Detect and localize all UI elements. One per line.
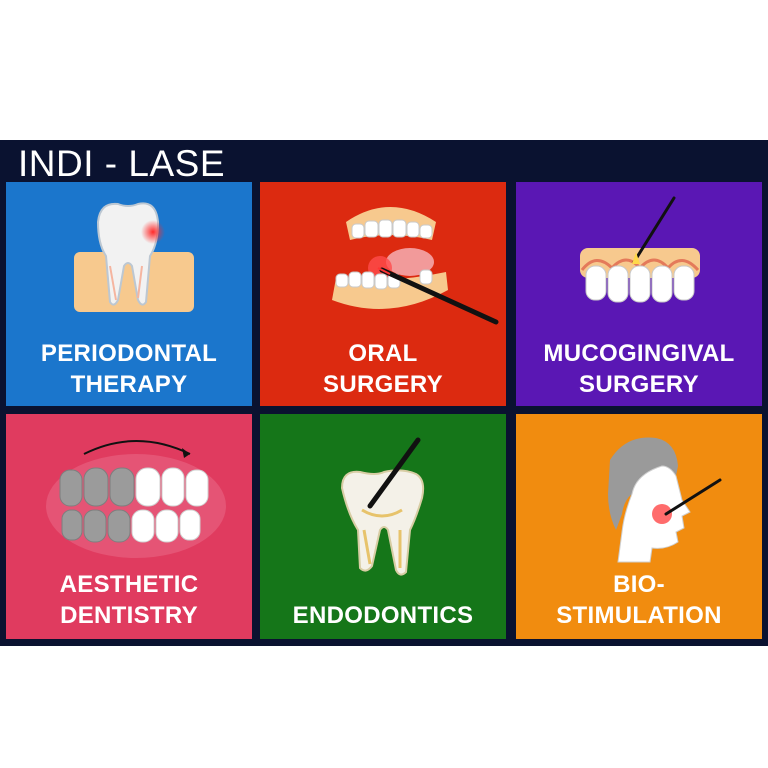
teeth-whitening-icon — [46, 440, 226, 558]
tile-bio-stimulation: BIO- STIMULATION — [516, 414, 762, 639]
tile-label-line2: SURGERY — [579, 371, 699, 398]
tile-label: BIO- STIMULATION — [516, 569, 762, 631]
tile-label: ENDODONTICS — [260, 600, 506, 631]
tile-endodontics: ENDODONTICS — [260, 414, 506, 639]
face-laser-icon — [608, 437, 722, 563]
laser-applications-board: INDI - LASE PERIODONTAL THERAPY — [0, 140, 768, 646]
tile-label-line1: ORAL — [348, 340, 418, 367]
tile-label-line1: PERIODONTAL — [40, 340, 218, 367]
tile-label: PERIODONTAL THERAPY — [6, 338, 252, 400]
tile-label-line1: AESTHETIC — [59, 571, 199, 598]
tile-label: AESTHETIC DENTISTRY — [6, 569, 252, 631]
tile-mucogingival-surgery: MUCOGINGIVAL SURGERY — [516, 182, 762, 406]
tile-label-line1: MUCOGINGIVAL — [543, 340, 735, 367]
tile-periodontal-therapy: PERIODONTAL THERAPY — [6, 182, 252, 406]
board-title: INDI - LASE — [18, 143, 225, 184]
tile-aesthetic-dentistry: AESTHETIC DENTISTRY — [6, 414, 252, 639]
tile-label-line2: THERAPY — [70, 371, 188, 398]
tile-label-line1: ENDODONTICS — [292, 602, 474, 629]
tile-label: ORAL SURGERY — [260, 338, 506, 400]
open-mouth-laser-icon — [332, 207, 499, 325]
tile-label-line2: STIMULATION — [556, 602, 722, 629]
tooth-gum-icon — [74, 202, 194, 312]
gum-laser-icon — [580, 196, 700, 303]
tile-label-line1: BIO- — [613, 571, 665, 598]
tile-label-line2: DENTISTRY — [60, 602, 198, 629]
tile-label: MUCOGINGIVAL SURGERY — [516, 338, 762, 400]
tile-label-line2: SURGERY — [323, 371, 443, 398]
tile-oral-surgery: ORAL SURGERY — [260, 182, 506, 406]
root-canal-laser-icon — [340, 437, 425, 576]
